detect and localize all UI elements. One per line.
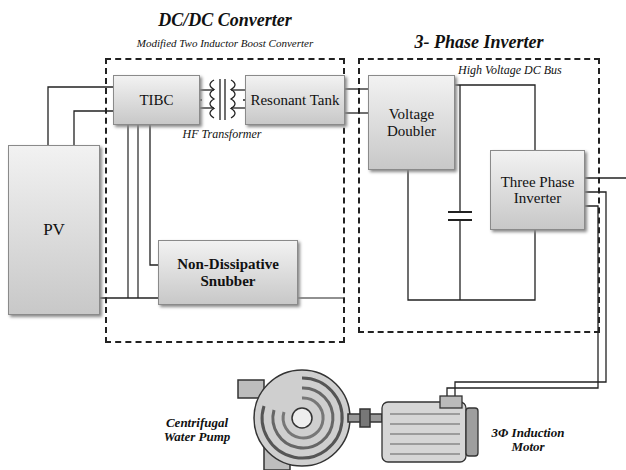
drawing-part	[231, 89, 245, 90]
induction-motor	[382, 396, 478, 462]
box-label: PV	[43, 221, 65, 240]
wire-connector	[48, 87, 113, 145]
wire-connector	[455, 85, 535, 150]
drawing-part	[459, 220, 460, 300]
drawing-part	[459, 85, 460, 212]
pump-label: Centrifugal Water Pump	[158, 416, 236, 445]
drawing-part	[390, 413, 460, 414]
box-label: TIBC	[139, 92, 173, 109]
drawing-part	[390, 443, 460, 444]
bus-label: High Voltage DC Bus	[458, 64, 588, 77]
drawing-part	[254, 370, 350, 466]
process-box: Resonant Tank	[245, 75, 345, 125]
box-label: Non-Dissipative Snubber	[159, 256, 297, 289]
box-label: Voltage Doubler	[369, 106, 454, 139]
box-label: Resonant Tank	[250, 92, 339, 109]
process-box: Voltage Doubler	[368, 75, 455, 170]
component-label: HF Transformer	[172, 128, 272, 141]
drawing-part	[273, 388, 333, 448]
drawing-part	[224, 79, 225, 120]
process-box: TIBC	[113, 75, 200, 125]
process-box: Non-Dissipative Snubber	[158, 240, 298, 305]
converter-group: DC/DC ConverterModified Two Inductor Boo…	[105, 58, 345, 343]
drawing-part	[200, 107, 214, 108]
motor-label: 3Φ Induction Motor	[486, 426, 570, 455]
drawing-part	[440, 396, 462, 408]
drawing-part	[202, 76, 243, 124]
centrifugal-pump	[238, 370, 382, 470]
drawing-part	[262, 378, 342, 458]
wire-connector	[345, 88, 368, 89]
group-title: DC/DC Converter	[107, 10, 343, 31]
source-box: PV	[8, 145, 100, 315]
wire-connector	[345, 112, 368, 113]
drawing-part	[466, 408, 478, 456]
wire-connector	[100, 297, 158, 298]
wire-connector	[150, 125, 158, 265]
drawing-part	[382, 402, 466, 462]
drawing-part	[390, 433, 460, 434]
hf-transformer	[200, 76, 245, 124]
drawing-part	[231, 80, 235, 118]
group-title: 3- Phase Inverter	[360, 32, 598, 53]
drawing-part	[447, 206, 598, 397]
box-label: Three Phase Inverter	[491, 174, 584, 207]
wire-connector	[74, 111, 113, 145]
drawing-part	[360, 409, 370, 427]
drawing-part	[231, 107, 245, 108]
drawing-part	[448, 211, 472, 213]
drawing-part	[210, 80, 214, 118]
inverter-group: 3- Phase InverterVoltage DoublerThree Ph…	[358, 58, 600, 333]
process-box: Three Phase Inverter	[490, 150, 585, 230]
drawing-part	[390, 423, 460, 424]
drawing-part	[292, 408, 312, 428]
group-subtitle: Modified Two Inductor Boost Converter	[107, 37, 343, 49]
drawing-part	[283, 398, 323, 438]
drawing-part	[127, 125, 128, 298]
drawing-part	[390, 453, 460, 454]
drawing-part	[137, 125, 138, 298]
drawing-part	[219, 79, 220, 120]
drawing-part	[200, 89, 214, 90]
